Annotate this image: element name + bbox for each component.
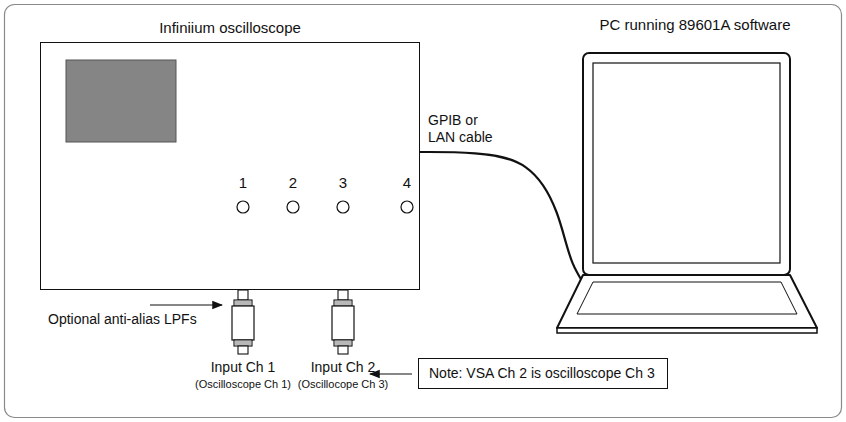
cable-label: GPIB or LAN cable <box>428 112 508 146</box>
channel-inputs <box>237 201 413 213</box>
input-label: Input Ch 2 <box>311 359 376 375</box>
input-connector <box>337 201 349 213</box>
node-title: Infiniium oscilloscope <box>41 19 419 36</box>
lpf-symbol <box>332 290 354 354</box>
laptop-outline <box>545 10 845 335</box>
note-text: Note: VSA Ch 2 is oscilloscope Ch 3 <box>429 365 657 381</box>
channel-number: 4 <box>403 174 411 191</box>
input-connector <box>287 201 299 213</box>
input-sublabel: (Oscillocope Ch 3) <box>298 378 388 390</box>
callout-text: Optional anti-alias LPFs <box>48 311 197 327</box>
lpf-symbol <box>232 290 254 354</box>
input-connector <box>237 201 249 213</box>
leader-arrow <box>150 304 222 305</box>
input-connector <box>401 201 413 213</box>
scope-screen <box>66 60 176 142</box>
outer-frame <box>5 5 842 418</box>
leader-arrow <box>370 373 412 374</box>
input-sublabel: (Oscilloscope Ch 1) <box>195 378 291 390</box>
oscilloscope-box: Infiniium oscilloscope <box>40 42 420 290</box>
channel-number: 3 <box>339 174 347 191</box>
channel-number: 1 <box>239 174 247 191</box>
input-label: Input Ch 1 <box>211 359 276 375</box>
cable-connector <box>420 152 588 294</box>
node-title: PC running 89601A software <box>545 16 845 33</box>
note-box: Note: VSA Ch 2 is oscilloscope Ch 3 <box>418 358 668 389</box>
anti-alias-filters <box>232 290 354 354</box>
channel-number: 2 <box>289 174 297 191</box>
laptop: PC running 89601A software <box>545 10 845 335</box>
